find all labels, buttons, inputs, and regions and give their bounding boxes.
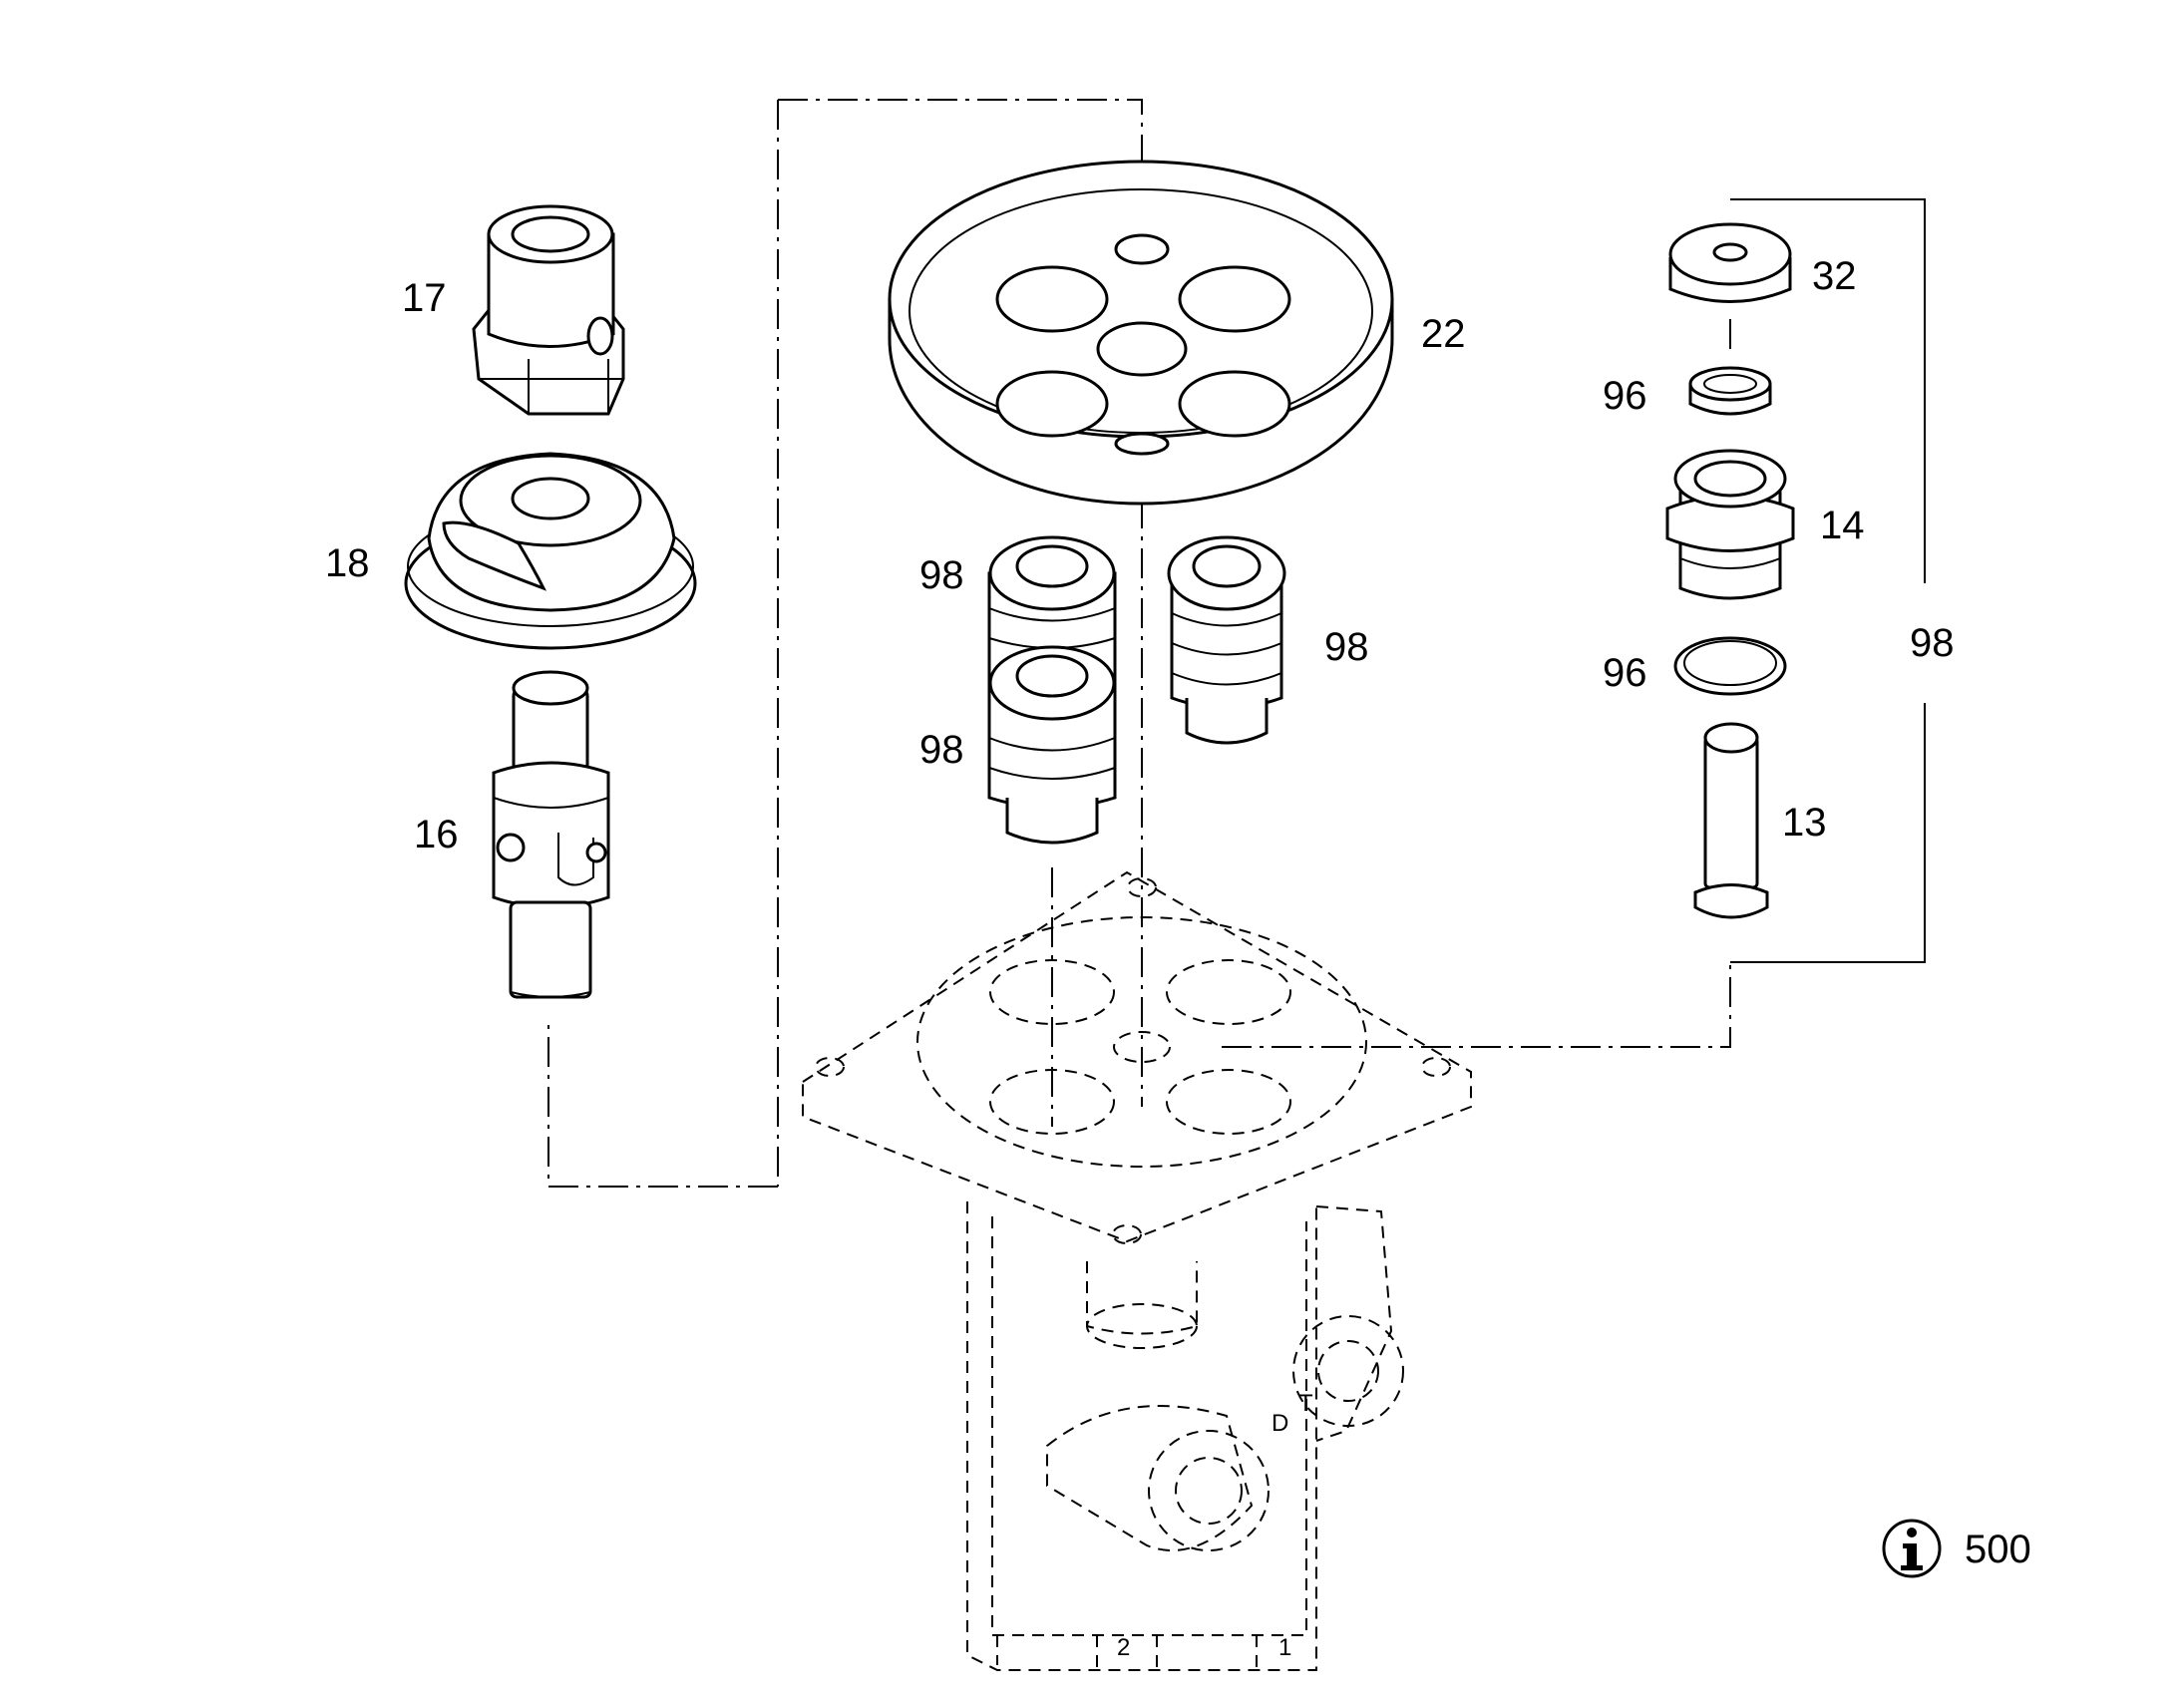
info-icon [1882, 1519, 1942, 1578]
part-22-round-plate [888, 160, 1394, 506]
callout-18: 18 [325, 541, 370, 585]
part-18-dished-cover [404, 452, 697, 650]
callout-labels: 17 18 16 22 98 98 98 32 96 14 96 13 98 [325, 254, 1955, 856]
port-label-d: D [1272, 1410, 1288, 1437]
callout-32: 32 [1812, 254, 1857, 298]
callout-17: 17 [402, 276, 447, 320]
callout-98-a: 98 [919, 553, 964, 597]
part-98-valve-cartridge-c [987, 645, 1117, 845]
callout-13: 13 [1782, 801, 1827, 845]
part-17-hex-sleeve-nut [472, 204, 625, 416]
callout-96-a: 96 [1603, 374, 1647, 418]
info-number: 500 [1965, 1528, 2031, 1571]
callout-16: 16 [414, 813, 459, 856]
callout-98-b: 98 [1324, 625, 1369, 669]
callout-98-c: 98 [919, 728, 964, 772]
callout-14: 14 [1820, 504, 1865, 547]
valve-housing: D T 1 2 [802, 870, 1472, 1671]
port-label-2: 2 [1117, 1634, 1130, 1661]
part-32-cap [1668, 222, 1792, 303]
part-14-bushing [1665, 449, 1795, 600]
part-98-valve-cartridge-b [1167, 535, 1286, 745]
part-16-universal-joint [492, 670, 610, 999]
group-bracket [1730, 198, 1926, 963]
part-96-seal-ring-lower [1673, 636, 1787, 696]
info-reference: 500 [1882, 1519, 2031, 1578]
callout-98-group: 98 [1910, 621, 1955, 665]
port-label-1: 1 [1278, 1634, 1291, 1661]
callout-22: 22 [1421, 312, 1466, 356]
part-13-plunger [1693, 722, 1769, 919]
part-96-seal-ring-upper [1688, 366, 1772, 416]
callout-96-b: 96 [1603, 651, 1647, 695]
port-label-t: T [1298, 1390, 1313, 1417]
